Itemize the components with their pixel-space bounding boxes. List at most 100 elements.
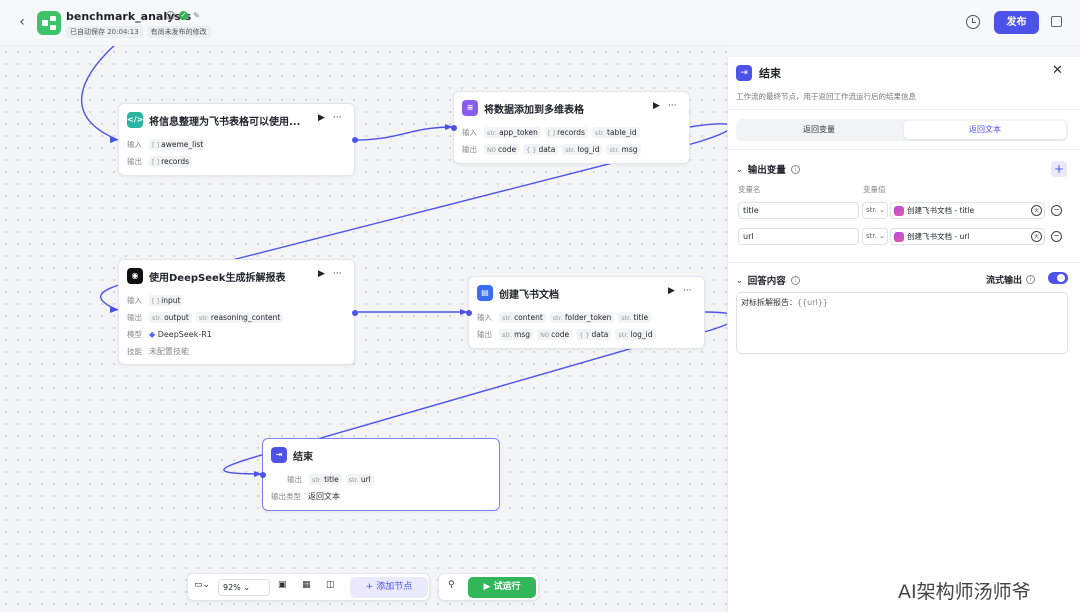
input-port[interactable] <box>466 310 472 316</box>
model-value: ◆ DeepSeek-R1 <box>149 330 212 339</box>
node-inputs: 输入 str.content str.folder_token str.titl… <box>477 312 652 323</box>
save-status: 已自动保存 20:04:13 有尚未发布的修改 <box>66 26 211 38</box>
stream-output-label: 流式输出 i <box>986 273 1036 286</box>
doc-app-icon <box>894 205 904 216</box>
workflow-canvas[interactable]: </> 将信息整理为飞书表格可以使用... ▶ ··· 输入 [ ]aweme_… <box>0 46 727 612</box>
info-icon[interactable]: i <box>166 11 175 20</box>
doc-app-icon <box>894 231 904 242</box>
node-config-panel: ⇥ 结束 ✕ 工作流的最终节点，用于返回工作流运行后的结果信息 返回变量 返回文… <box>727 57 1080 612</box>
node-add-multi-table[interactable]: ≡ 将数据添加到多维表格 ▶ ··· 输入 str.app_token [ ]r… <box>451 91 690 164</box>
edit-icon[interactable]: ✎ <box>193 11 200 20</box>
node-deepseek-report[interactable]: ◉ 使用DeepSeek生成拆解报表 ▶ ··· 输入 [ ]input 输出 … <box>118 259 358 365</box>
chevron-down-icon: ⌄ <box>736 164 743 174</box>
node-model: 模型 ◆ DeepSeek-R1 <box>127 329 212 340</box>
stream-output-toggle[interactable] <box>1048 272 1068 284</box>
param-chip: { }data <box>523 144 559 155</box>
output-port[interactable] <box>352 310 358 316</box>
node-title: 将信息整理为飞书表格可以使用... <box>149 117 301 128</box>
output-variables-section[interactable]: ⌄ 输出变量 i <box>736 162 800 176</box>
layout-icon[interactable]: ▦ <box>302 580 311 590</box>
end-icon: ⇥ <box>271 447 287 463</box>
variable-name-input[interactable]: title <box>738 202 859 219</box>
more-icon[interactable]: ··· <box>332 269 342 279</box>
input-label: 输入 <box>477 313 492 322</box>
close-icon[interactable]: ✕ <box>1052 63 1063 78</box>
section-title: 输出变量 <box>747 165 786 176</box>
add-variable-button[interactable]: + <box>1051 161 1067 177</box>
more-icon[interactable]: ··· <box>667 101 677 111</box>
run-node-icon[interactable]: ▶ <box>318 113 325 123</box>
variable-name-input[interactable]: url <box>738 228 859 245</box>
param-chip: [ ]records <box>544 127 588 138</box>
node-outputs: 输出 [ ]records <box>127 156 193 167</box>
column-header-name: 变量名 <box>738 185 761 194</box>
info-icon[interactable]: i <box>790 275 800 285</box>
title-icons: i ✓ ✎ <box>166 11 201 20</box>
settings-icon[interactable]: · <box>1031 231 1042 242</box>
node-outputs: 输出 str.title str.url <box>287 474 374 485</box>
node-end[interactable]: ⇥ 结束 输出 str.title str.url 输出类型 返回文本 <box>260 438 500 511</box>
run-node-icon[interactable]: ▶ <box>668 286 675 296</box>
run-node-icon[interactable]: ▶ <box>653 101 660 111</box>
comment-icon[interactable]: ▣ <box>278 580 287 590</box>
reference-text: 创建飞书文档 - url <box>907 232 970 241</box>
fit-view-icon[interactable]: ◫ <box>326 580 335 590</box>
run-node-icon[interactable]: ▶ <box>318 269 325 279</box>
param-chip: [ ]aweme_list <box>149 139 207 150</box>
param-chip: [ ]input <box>149 295 184 306</box>
variable-reference[interactable]: 创建飞书文档 - title × <box>890 202 1045 219</box>
input-label: 输入 <box>127 140 142 149</box>
answer-text: 对标拆解报告： <box>741 298 797 307</box>
node-format-sheet[interactable]: </> 将信息整理为飞书表格可以使用... ▶ ··· 输入 [ ]aweme_… <box>118 103 358 176</box>
minimap-icon[interactable]: ▭⌄ <box>194 580 211 590</box>
node-title: 使用DeepSeek生成拆解报表 <box>149 273 286 284</box>
info-icon[interactable]: i <box>1026 275 1036 284</box>
history-icon[interactable] <box>966 15 980 29</box>
panel-description: 工作流的最终节点，用于返回工作流运行后的结果信息 <box>736 92 916 101</box>
remove-icon[interactable]: − <box>1051 205 1062 216</box>
output-label: 输出 <box>127 313 142 322</box>
tab-return-variables[interactable]: 返回变量 <box>803 125 835 134</box>
add-node-button[interactable]: + 添加节点 <box>350 577 428 598</box>
variable-type-select[interactable]: str. ⌄ <box>862 202 888 219</box>
input-port[interactable] <box>451 125 457 131</box>
skill-label: 技能 <box>127 347 142 356</box>
variable-reference[interactable]: 创建飞书文档 - url × <box>890 228 1045 245</box>
node-actions: ▶ ··· <box>318 113 342 123</box>
test-run-button[interactable]: ▶ 试运行 <box>468 577 536 598</box>
input-label: 输入 <box>462 128 477 137</box>
param-chip: str.title <box>618 312 652 323</box>
chevron-down-icon: ⌄ <box>736 275 743 285</box>
variable-type-select[interactable]: str. ⌄ <box>862 228 888 245</box>
app-title: benchmark_analysis <box>66 10 192 23</box>
back-icon[interactable]: ‹ <box>19 14 25 30</box>
param-chip: [ ]records <box>149 156 193 167</box>
zoom-select[interactable]: 92% ⌄ <box>218 579 270 596</box>
param-chip: str.log_id <box>562 144 603 155</box>
more-icon[interactable]: ··· <box>332 113 342 123</box>
param-chip: str.folder_token <box>549 312 615 323</box>
output-label: 输出 <box>287 475 302 484</box>
answer-variable: {{url}} <box>797 298 828 307</box>
publish-button[interactable]: 发布 <box>994 11 1039 34</box>
input-label: 输入 <box>127 296 142 305</box>
output-port[interactable] <box>352 137 358 143</box>
settings-icon[interactable]: · <box>1031 205 1042 216</box>
param-chip: str.app_token <box>484 127 541 138</box>
output-type-value: 返回文本 <box>308 492 340 501</box>
debug-icon[interactable]: ⚲ <box>448 580 455 590</box>
input-port[interactable] <box>260 472 266 478</box>
param-chip: str.reasoning_content <box>195 312 284 323</box>
info-icon[interactable]: i <box>790 164 800 174</box>
answer-content-section[interactable]: ⌄ 回答内容 i <box>736 273 800 287</box>
tab-return-text[interactable]: 返回文本 <box>904 121 1066 139</box>
more-icon[interactable]: ··· <box>682 286 692 296</box>
node-create-doc[interactable]: ▤ 创建飞书文档 ▶ ··· 输入 str.content str.folder… <box>466 276 705 349</box>
copy-icon[interactable] <box>1051 16 1062 27</box>
node-actions: ▶ ··· <box>668 286 692 296</box>
panel-title: 结束 <box>759 67 781 80</box>
remove-icon[interactable]: − <box>1051 231 1062 242</box>
answer-textarea[interactable]: 对标拆解报告：{{url}} <box>736 292 1068 354</box>
